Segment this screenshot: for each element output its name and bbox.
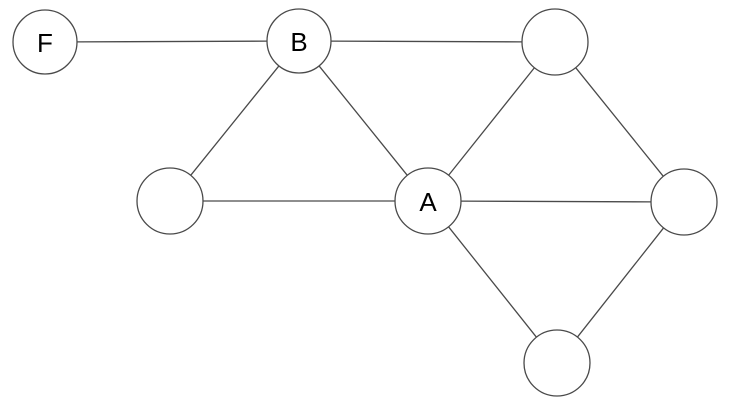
- graph-node-e[interactable]: [650, 168, 718, 236]
- graph-node-circle-e[interactable]: [650, 168, 718, 236]
- graph-edge-b-d: [190, 65, 280, 176]
- graph-node-a[interactable]: A: [394, 167, 462, 235]
- graph-node-circle-d[interactable]: [136, 167, 204, 235]
- graph-edge-a-g: [447, 226, 538, 338]
- node-layer: F B A: [12, 8, 718, 397]
- graph-node-label-f: F: [37, 28, 53, 58]
- graph-edge-c-e: [575, 67, 664, 177]
- graph-edge-b-a: [318, 65, 408, 176]
- graph-edge-a-e: [460, 200, 652, 203]
- graph-node-label-a: A: [419, 187, 437, 217]
- edge-layer: [76, 40, 665, 338]
- graph-edge-c-a: [447, 67, 536, 176]
- graph-node-circle-c[interactable]: [521, 8, 589, 76]
- graph-node-circle-g[interactable]: [523, 329, 591, 397]
- graph-node-g[interactable]: [523, 329, 591, 397]
- graph-node-circle-f[interactable]: [12, 9, 78, 75]
- graph-node-d[interactable]: [136, 167, 204, 235]
- graph-node-c[interactable]: [521, 8, 589, 76]
- graph-edge-f-b: [76, 40, 268, 43]
- graph-node-label-b: B: [290, 27, 307, 57]
- graph-node-b[interactable]: B: [266, 8, 332, 74]
- graph-node-f[interactable]: F: [12, 9, 78, 75]
- graph-edge-e-g: [576, 227, 665, 338]
- graph-node-circle-b[interactable]: [266, 8, 332, 74]
- graph-node-circle-a[interactable]: [394, 167, 462, 235]
- graph-edge-b-c: [330, 40, 523, 43]
